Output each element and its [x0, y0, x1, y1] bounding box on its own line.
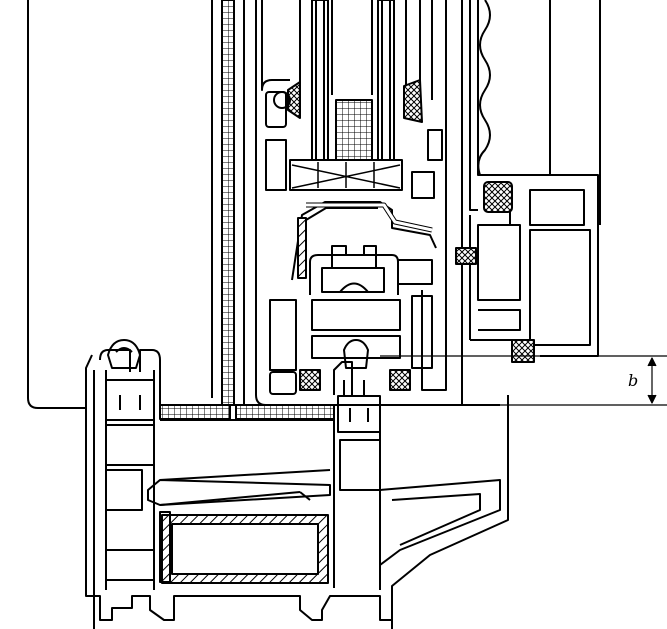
glazing-gasket-left — [273, 81, 301, 119]
spacer-bar — [335, 99, 373, 161]
sash-reinforcement — [291, 201, 437, 281]
sash-seal-right — [389, 369, 411, 391]
external-cladding — [477, 0, 601, 225]
outer-frame-seal-lower — [511, 339, 535, 363]
dimension-b — [380, 355, 667, 406]
insulated-glass-unit — [289, 0, 403, 191]
hardware-channel — [309, 245, 401, 359]
sill-reinforcement — [159, 511, 329, 584]
sash-panel — [211, 0, 245, 406]
bottom-seal-left — [107, 339, 141, 369]
bottom-frame — [85, 349, 509, 621]
ground-lines — [93, 588, 393, 629]
sill-center-chamber — [333, 361, 501, 590]
left-wall-block — [27, 0, 93, 409]
glazing-gasket-right — [403, 79, 423, 123]
outer-frame — [469, 0, 599, 357]
glazing-bead-strip — [221, 0, 235, 406]
sash-side-seal — [455, 247, 477, 265]
sash-seal-left — [299, 369, 321, 391]
bottom-seal-center — [343, 339, 369, 369]
sill-grid-strip — [159, 404, 231, 420]
outer-frame-gasket — [483, 181, 513, 213]
dimension-b-label: b — [628, 371, 638, 390]
